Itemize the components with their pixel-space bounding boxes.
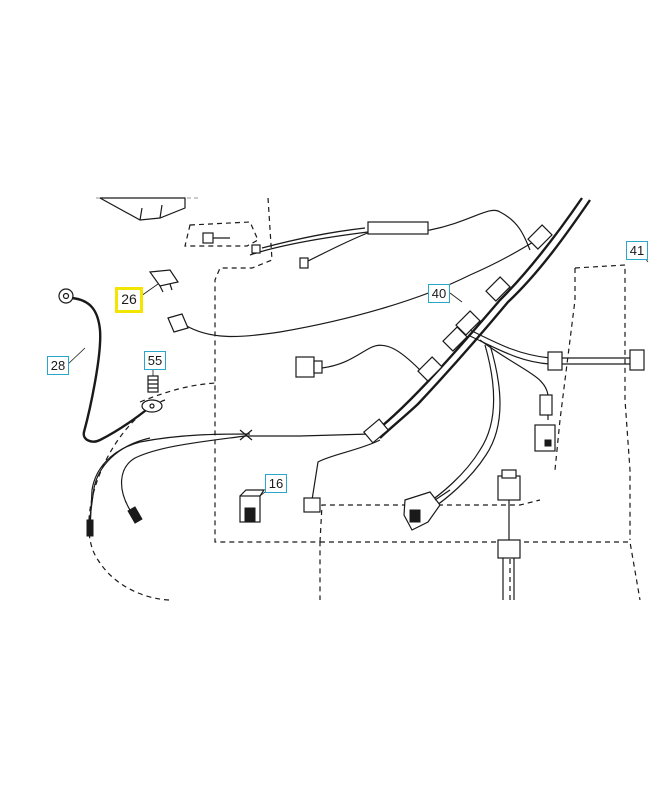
branch-mid-left: [295, 344, 421, 513]
chassis-outline: [88, 197, 641, 601]
callout-41[interactable]: 41: [626, 241, 648, 260]
branch-lower-switch: [403, 344, 501, 531]
callout-40[interactable]: 40: [428, 284, 450, 303]
callout-55[interactable]: 55: [144, 351, 166, 370]
bolt-55: [141, 375, 163, 413]
callout-28[interactable]: 28: [47, 356, 69, 375]
relay-16: [239, 489, 266, 523]
callout-16[interactable]: 16: [265, 474, 287, 493]
lower-left-cables: [86, 429, 371, 537]
main-trunk-40: [362, 197, 591, 444]
housing-top-left: [99, 197, 186, 221]
fuse-connector-26: [148, 269, 179, 293]
branch-right: [469, 329, 645, 452]
connector-right-lower: [497, 469, 521, 600]
main-harness-upper: [167, 209, 541, 338]
leader-lines: [66, 257, 649, 497]
ground-cable-28: [58, 288, 151, 443]
callout-26[interactable]: 26: [115, 287, 143, 313]
